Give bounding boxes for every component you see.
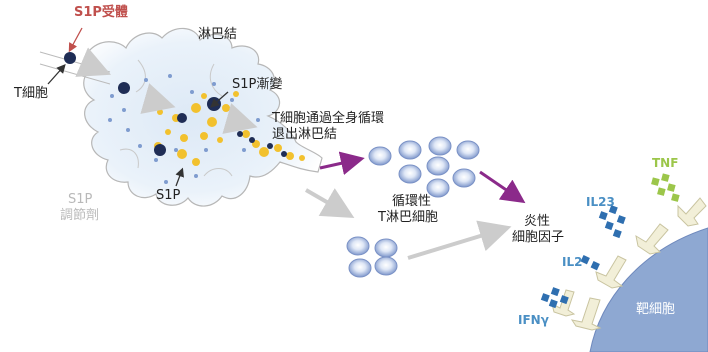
label-cytokines-2: 細胞因子 [512,230,565,245]
label-circulating-1: 循環性 [392,194,432,209]
label-il2: IL2 [562,255,583,269]
gray-flow-arrows [75,47,512,260]
s1p-specks [108,74,260,184]
label-lymph-node: 淋巴結 [198,27,238,42]
purple-arrows [319,151,526,204]
label-t-cell-exit-2: 退出淋巴結 [272,127,338,142]
label-tnf: TNF [652,156,679,170]
label-cytokines-1: 炎性 [524,214,551,229]
label-s1p: S1P [156,188,181,203]
pointer-arrows [47,27,229,187]
label-s1p-gradient: S1P漸變 [232,77,283,92]
label-t-cell-exit-1: T細胞通過全身循環 [272,111,384,126]
label-il23: IL23 [586,195,615,209]
circulating-t-cells-upper [368,136,480,198]
circulating-t-cells-lower [346,236,398,278]
lymph-node [83,27,323,207]
il23-cytokines [598,205,626,239]
label-s1p-receptor: S1P受體 [74,5,128,20]
label-s1p-modulator-2: 調節劑 [60,208,100,223]
t-cells-in-node [118,82,287,157]
lymph-node-outline [83,27,323,207]
il2-cytokines [580,255,600,271]
tnf-cytokines [651,173,680,202]
label-circulating-2: T淋巴細胞 [378,210,438,225]
label-s1p-modulator-1: S1P [68,192,93,207]
ifn-gamma-cytokines [540,287,569,309]
receptors [551,197,707,331]
label-t-cell: T細胞 [14,86,48,101]
label-ifn-gamma: IFNγ [518,313,549,327]
label-target-cell: 靶細胞 [636,302,676,317]
